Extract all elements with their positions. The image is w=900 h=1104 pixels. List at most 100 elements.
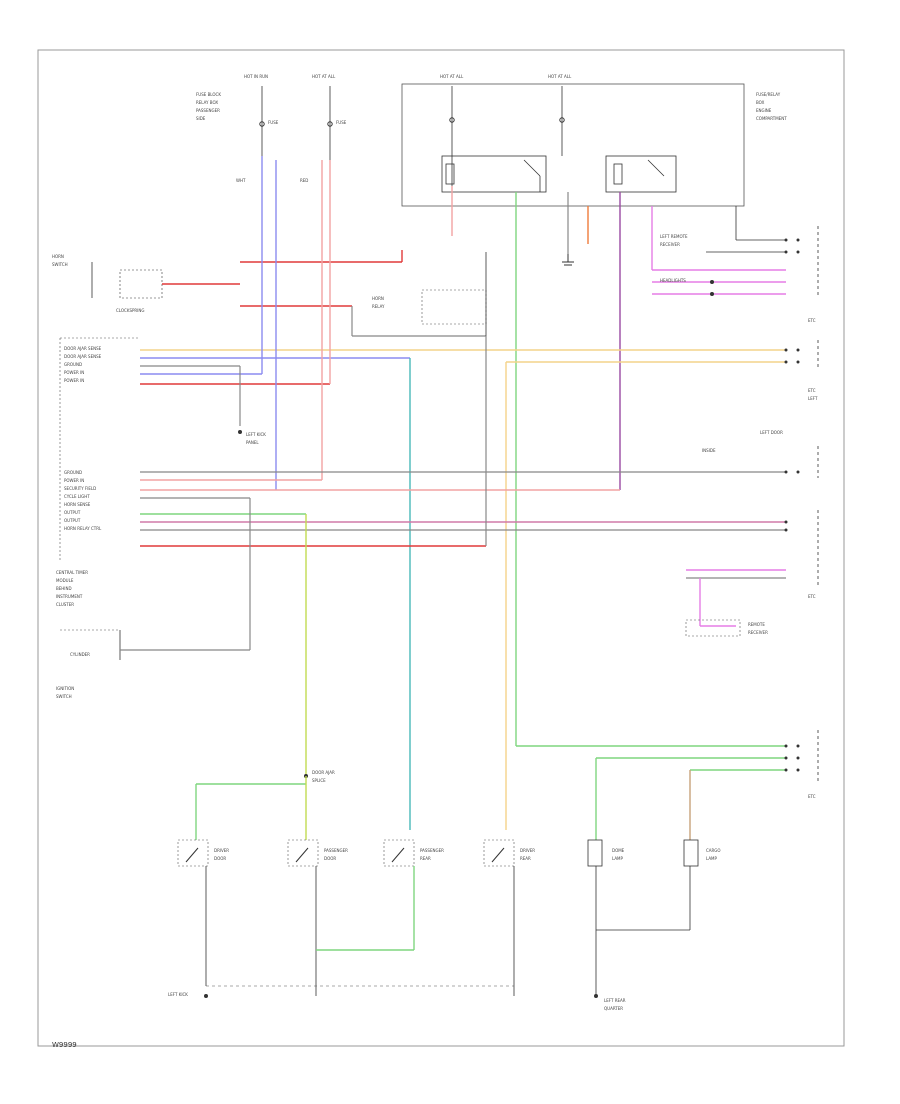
svg-text:FUSE/RELAY: FUSE/RELAY <box>756 92 781 97</box>
svg-text:LAMP: LAMP <box>612 856 624 861</box>
svg-text:SPLICE: SPLICE <box>312 778 326 783</box>
body-control-module: DOOR AJAR SENSE DOOR AJAR SENSE GROUND P… <box>56 337 140 607</box>
lamp-right: CARGO LAMP <box>683 839 721 930</box>
svg-text:COMPARTMENT: COMPARTMENT <box>756 116 787 121</box>
svg-text:DOOR AJAR SENSE: DOOR AJAR SENSE <box>64 346 102 351</box>
connector-right-top: LEFT REMOTE RECEIVER HEADLIGHTS ETC <box>660 226 819 323</box>
svg-text:ETC: ETC <box>808 594 816 599</box>
svg-text:OUTPUT: OUTPUT <box>64 518 81 523</box>
connector-right-lower: LEFT DOOR INSIDE ETC <box>702 430 819 599</box>
svg-text:CARGO: CARGO <box>706 848 721 853</box>
svg-text:LEFT DOOR: LEFT DOOR <box>760 430 783 435</box>
svg-text:QUARTER: QUARTER <box>604 1006 623 1011</box>
svg-text:MODULE: MODULE <box>56 578 74 583</box>
svg-text:RECEIVER: RECEIVER <box>748 630 768 635</box>
door-switch-driver: DRIVER DOOR <box>177 839 229 986</box>
door-switch-rear: PASSENGER REAR <box>316 839 444 951</box>
svg-text:DOOR: DOOR <box>214 856 226 861</box>
ignition-key-switch: CYLINDER IGNITION SWITCH <box>56 629 250 699</box>
svg-text:REAR: REAR <box>520 856 531 861</box>
svg-text:DOME: DOME <box>612 848 625 853</box>
svg-text:POWER IN: POWER IN <box>64 370 84 375</box>
svg-text:DRIVER: DRIVER <box>214 848 229 853</box>
svg-text:LEFT KICK: LEFT KICK <box>246 432 266 437</box>
svg-text:SWITCH: SWITCH <box>56 694 72 699</box>
footer-tag: W9999 <box>52 1041 77 1049</box>
svg-text:IGNITION: IGNITION <box>56 686 74 691</box>
ground-icon: LEFT KICK <box>168 992 208 998</box>
svg-text:CENTRAL TIMER: CENTRAL TIMER <box>56 570 88 575</box>
svg-text:PANEL: PANEL <box>246 440 259 445</box>
svg-text:ETC: ETC <box>808 388 816 393</box>
svg-text:HORN: HORN <box>372 296 384 301</box>
svg-text:CYLINDER: CYLINDER <box>70 652 90 657</box>
fuse-icon <box>449 117 455 123</box>
ground-icon: LEFT KICK PANEL <box>238 430 266 445</box>
relay-box: HOT AT ALL HOT AT ALL FUSE/RELAY BOX ENG… <box>401 74 787 207</box>
svg-text:ETC: ETC <box>808 318 816 323</box>
svg-text:POWER IN: POWER IN <box>64 478 84 483</box>
horn-switch: HORN SWITCH CLOCKSPRING <box>52 254 163 313</box>
svg-text:CLOCKSPRING: CLOCKSPRING <box>116 308 144 313</box>
svg-text:RECEIVER: RECEIVER <box>660 242 680 247</box>
svg-text:PASSENGER: PASSENGER <box>420 848 444 853</box>
svg-text:FUSE: FUSE <box>336 120 347 125</box>
ground-icon <box>562 254 574 266</box>
svg-text:DRIVER: DRIVER <box>520 848 535 853</box>
svg-text:DOOR: DOOR <box>324 856 336 861</box>
svg-text:FUSE: FUSE <box>268 120 279 125</box>
fuse-block-left: HOT IN RUN HOT AT ALL FUSE BLOCK RELAY B… <box>196 74 347 183</box>
diagram-frame <box>37 49 845 1047</box>
svg-text:RELAY BOX: RELAY BOX <box>196 100 218 105</box>
svg-text:LAMP: LAMP <box>706 856 718 861</box>
door-switch-driver-rear: DRIVER REAR <box>483 839 535 996</box>
svg-text:REMOTE: REMOTE <box>748 622 765 627</box>
svg-text:HORN: HORN <box>52 254 64 259</box>
svg-text:INSTRUMENT: INSTRUMENT <box>56 594 83 599</box>
svg-text:SWITCH: SWITCH <box>52 262 68 267</box>
svg-text:ENGINE: ENGINE <box>756 108 772 113</box>
remote-receiver-box <box>685 619 741 637</box>
svg-text:POWER IN: POWER IN <box>64 378 84 383</box>
fuse-icon <box>327 121 333 127</box>
svg-text:CLUSTER: CLUSTER <box>56 602 74 607</box>
svg-text:HORN SENSE: HORN SENSE <box>64 502 91 507</box>
svg-text:PASSENGER: PASSENGER <box>324 848 348 853</box>
svg-text:GROUND: GROUND <box>64 470 82 475</box>
fuse-icon <box>259 121 265 127</box>
svg-text:SECURITY FIELD: SECURITY FIELD <box>64 486 96 491</box>
door-switch-passenger: PASSENGER DOOR <box>287 839 348 996</box>
svg-text:LEFT: LEFT <box>808 396 818 401</box>
svg-text:DOOR AJAR: DOOR AJAR <box>312 770 335 775</box>
connector-right-mid: ETC LEFT <box>784 340 819 401</box>
svg-text:HOT AT ALL: HOT AT ALL <box>312 74 336 79</box>
fuse-icon <box>559 117 565 123</box>
svg-text:HEADLIGHTS: HEADLIGHTS <box>660 278 686 283</box>
svg-text:HORN RELAY CTRL: HORN RELAY CTRL <box>64 526 102 531</box>
svg-text:INSIDE: INSIDE <box>702 448 716 453</box>
relay-1 <box>441 155 547 193</box>
svg-text:FUSE BLOCK: FUSE BLOCK <box>196 92 221 97</box>
svg-text:CYCLE LIGHT: CYCLE LIGHT <box>64 494 90 499</box>
svg-text:LEFT REAR: LEFT REAR <box>604 998 626 1003</box>
svg-text:REAR: REAR <box>420 856 431 861</box>
svg-text:GROUND: GROUND <box>64 362 82 367</box>
svg-text:SIDE: SIDE <box>196 116 206 121</box>
horn-relay: HORN RELAY <box>372 252 487 336</box>
svg-text:HOT AT ALL: HOT AT ALL <box>440 74 464 79</box>
svg-text:BOX: BOX <box>756 100 765 105</box>
svg-text:DOOR AJAR SENSE: DOOR AJAR SENSE <box>64 354 102 359</box>
svg-text:ETC: ETC <box>808 794 816 799</box>
svg-text:LEFT KICK: LEFT KICK <box>168 992 188 997</box>
svg-text:PASSENGER: PASSENGER <box>196 108 220 113</box>
ground-icon: LEFT REAR QUARTER <box>594 994 626 1011</box>
svg-text:HOT AT ALL: HOT AT ALL <box>548 74 572 79</box>
svg-text:BEHIND: BEHIND <box>56 586 72 591</box>
relay-2 <box>605 155 677 193</box>
lamp-left: DOME LAMP <box>587 839 625 930</box>
svg-text:OUTPUT: OUTPUT <box>64 510 81 515</box>
connector-right-bottom: ETC <box>784 730 819 799</box>
svg-text:RELAY: RELAY <box>372 304 385 309</box>
svg-text:RED: RED <box>300 178 308 183</box>
